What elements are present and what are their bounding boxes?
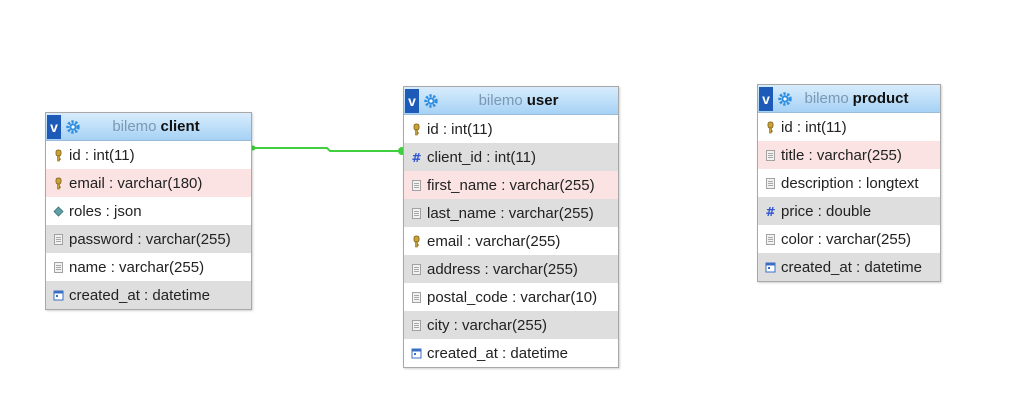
- field-label: title : varchar(255): [781, 146, 902, 164]
- field-row[interactable]: created_at : datetime: [46, 281, 251, 309]
- svg-text:#: #: [411, 151, 421, 164]
- field-row[interactable]: roles : json: [46, 197, 251, 225]
- field-label: city : varchar(255): [427, 316, 548, 334]
- field-row[interactable]: # price : double: [758, 197, 940, 225]
- field-row[interactable]: name : varchar(255): [46, 253, 251, 281]
- field-row[interactable]: description : longtext: [758, 169, 940, 197]
- field-row[interactable]: color : varchar(255): [758, 225, 940, 253]
- field-label: created_at : datetime: [427, 344, 568, 362]
- key-icon: [764, 121, 777, 134]
- datetime-icon: [52, 289, 65, 302]
- datetime-icon: [764, 261, 777, 274]
- field-row[interactable]: id : int(11): [404, 115, 618, 143]
- hash-icon: #: [410, 151, 423, 164]
- field-label: id : int(11): [427, 120, 493, 138]
- field-label: id : int(11): [781, 118, 847, 136]
- field-label: created_at : datetime: [781, 258, 922, 276]
- field-label: id : int(11): [69, 146, 135, 164]
- gear-icon[interactable]: [777, 91, 793, 107]
- text-field-icon: [764, 177, 777, 190]
- database-name: bilemo: [804, 90, 849, 107]
- field-row[interactable]: title : varchar(255): [758, 141, 940, 169]
- text-field-icon: [764, 233, 777, 246]
- field-list: id : int(11) email : varchar(180) roles : …: [46, 141, 251, 309]
- field-label: client_id : int(11): [427, 148, 536, 166]
- svg-text:#: #: [765, 205, 775, 218]
- text-field-icon: [410, 207, 423, 220]
- gear-icon[interactable]: [423, 93, 439, 109]
- field-list: id : int(11) # client_id : int(11) first_na…: [404, 115, 618, 367]
- field-row[interactable]: first_name : varchar(255): [404, 171, 618, 199]
- gear-icon[interactable]: [65, 119, 81, 135]
- datetime-icon: [410, 347, 423, 360]
- field-row[interactable]: id : int(11): [46, 141, 251, 169]
- key-icon: [410, 235, 423, 248]
- toggle-button[interactable]: v: [759, 86, 773, 111]
- relation-line-client-user: [251, 147, 404, 152]
- field-label: price : double: [781, 202, 872, 220]
- table-name: product: [852, 90, 909, 107]
- text-field-icon: [52, 261, 65, 274]
- table-name: client: [160, 118, 200, 135]
- diamond-icon: [52, 205, 65, 218]
- field-label: email : varchar(255): [427, 232, 561, 250]
- field-row[interactable]: address : varchar(255): [404, 255, 618, 283]
- table-name: user: [526, 92, 559, 109]
- field-row[interactable]: # client_id : int(11): [404, 143, 618, 171]
- field-label: postal_code : varchar(10): [427, 288, 598, 306]
- field-row[interactable]: email : varchar(255): [404, 227, 618, 255]
- text-field-icon: [410, 291, 423, 304]
- text-field-icon: [410, 319, 423, 332]
- field-row[interactable]: email : varchar(180): [46, 169, 251, 197]
- key-icon: [52, 149, 65, 162]
- text-field-icon: [410, 179, 423, 192]
- toggle-button[interactable]: v: [47, 114, 61, 139]
- text-field-icon: [52, 233, 65, 246]
- field-label: created_at : datetime: [69, 286, 210, 304]
- field-list: id : int(11) title : varchar(255) descript…: [758, 113, 940, 281]
- text-field-icon: [764, 149, 777, 162]
- field-row[interactable]: city : varchar(255): [404, 311, 618, 339]
- field-row[interactable]: last_name : varchar(255): [404, 199, 618, 227]
- field-label: last_name : varchar(255): [427, 204, 594, 222]
- field-label: name : varchar(255): [69, 258, 205, 276]
- field-label: color : varchar(255): [781, 230, 912, 248]
- field-row[interactable]: created_at : datetime: [404, 339, 618, 367]
- field-row[interactable]: created_at : datetime: [758, 253, 940, 281]
- field-label: email : varchar(180): [69, 174, 203, 192]
- field-row[interactable]: postal_code : varchar(10): [404, 283, 618, 311]
- toggle-button[interactable]: v: [405, 88, 419, 113]
- text-field-icon: [410, 263, 423, 276]
- database-name: bilemo: [112, 118, 157, 135]
- key-icon: [410, 123, 423, 136]
- field-label: password : varchar(255): [69, 230, 231, 248]
- field-label: roles : json: [69, 202, 142, 220]
- hash-icon: #: [764, 205, 777, 218]
- field-label: description : longtext: [781, 174, 919, 192]
- database-name: bilemo: [478, 92, 523, 109]
- field-label: first_name : varchar(255): [427, 176, 595, 194]
- field-row[interactable]: password : varchar(255): [46, 225, 251, 253]
- field-row[interactable]: id : int(11): [758, 113, 940, 141]
- key-icon: [52, 177, 65, 190]
- field-label: address : varchar(255): [427, 260, 578, 278]
